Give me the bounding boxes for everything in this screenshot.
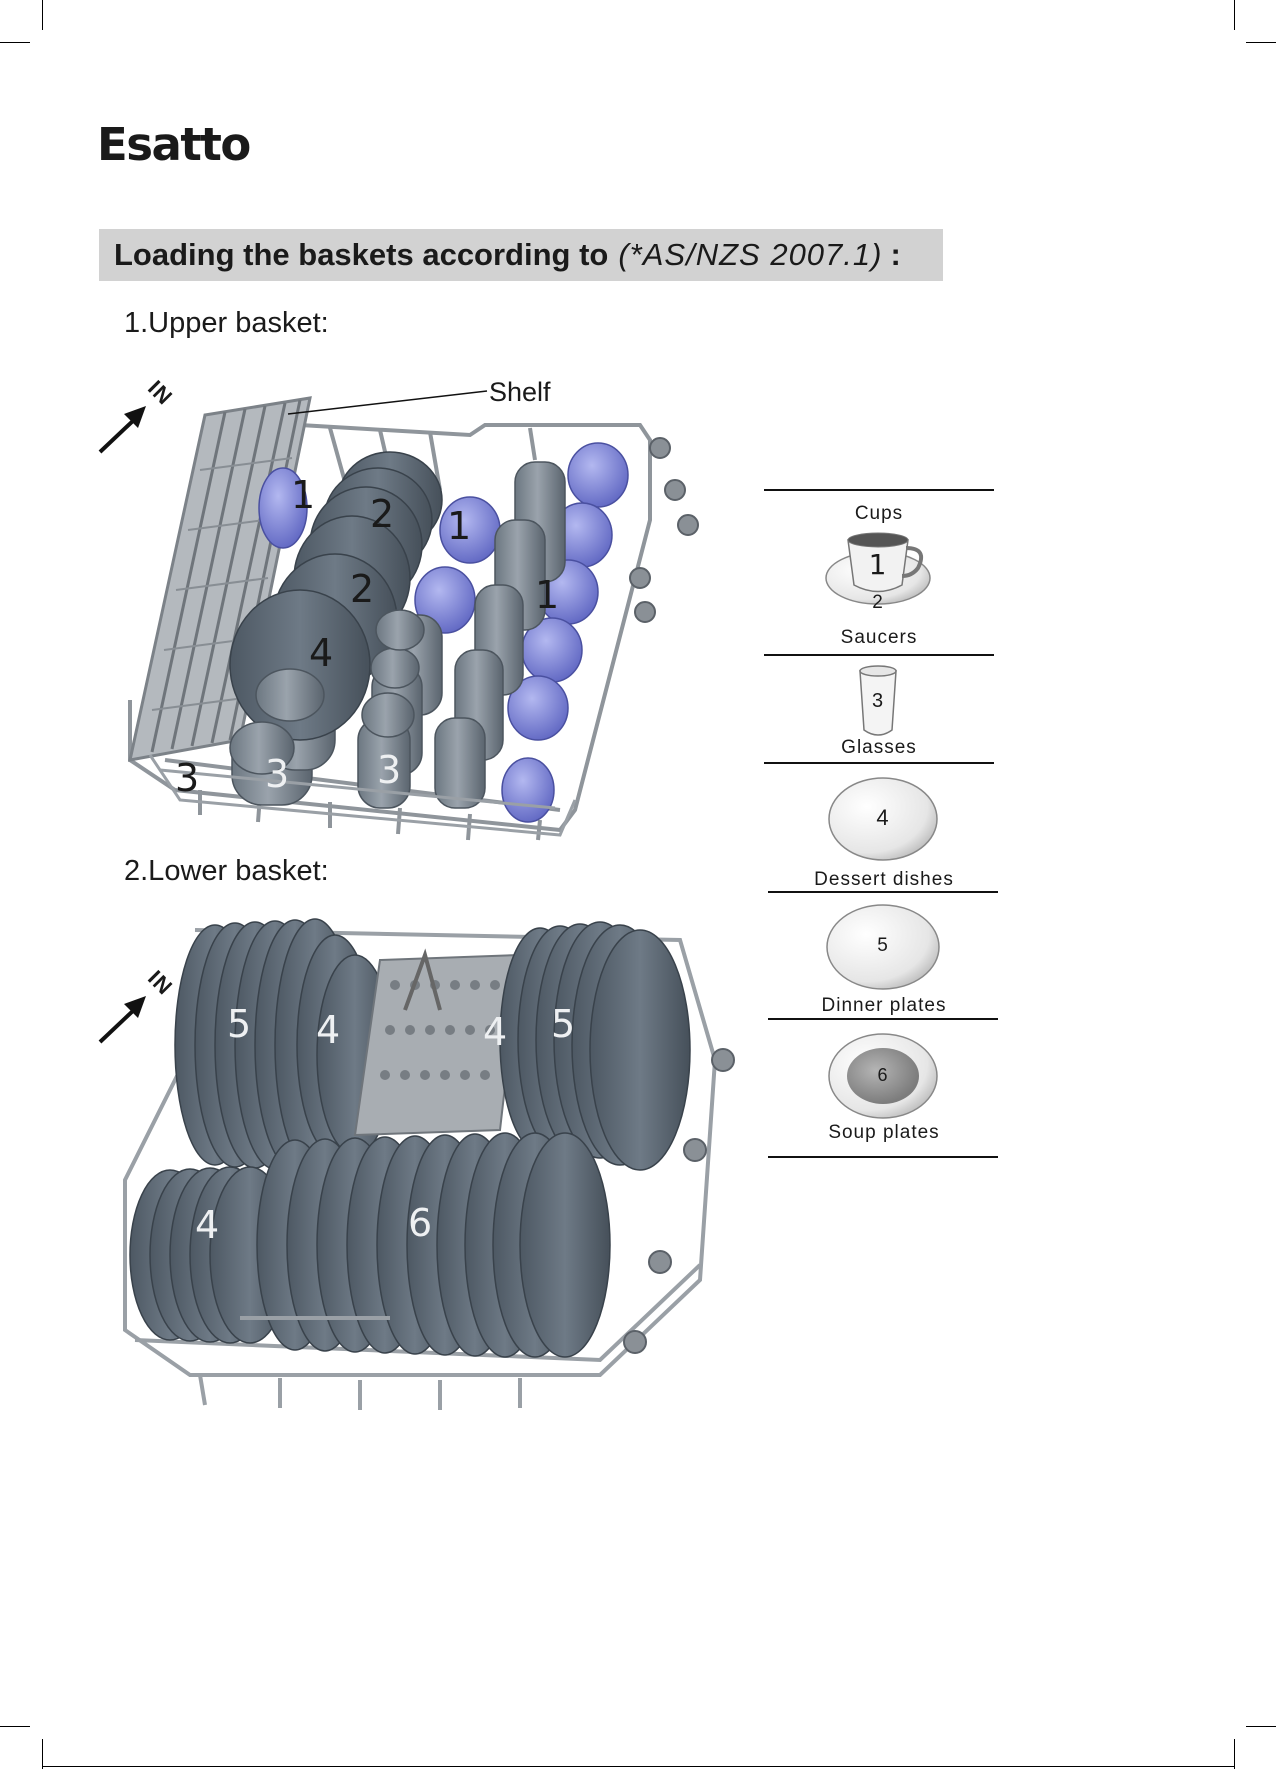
legend-number: 4 [873, 805, 893, 831]
shelf-leader-line [288, 391, 487, 414]
lower-number-label: 5 [551, 1002, 575, 1046]
upper-number-label: 2 [370, 492, 394, 536]
upper-number-label: 1 [291, 473, 315, 517]
lower-number-label: 4 [483, 1010, 507, 1054]
shelf-label: Shelf [489, 377, 551, 408]
legend-label-soup-plates: Soup plates [784, 1122, 984, 1144]
lower-number-label: 4 [195, 1203, 219, 1247]
upper-number-label: 2 [350, 567, 374, 611]
legend-label-dessert-dishes: Dessert dishes [784, 869, 984, 891]
upper-number-label: 3 [265, 752, 289, 796]
upper-number-label: 1 [447, 504, 471, 548]
lower-basket-drawing [100, 919, 734, 1410]
lower-number-label: 6 [408, 1201, 432, 1245]
legend-label-glasses: Glasses [809, 737, 949, 759]
lower-number-label: 4 [316, 1008, 340, 1052]
upper-number-label: 1 [535, 573, 559, 617]
legend-number: 2 [868, 592, 888, 614]
upper-number-label: 3 [175, 756, 199, 800]
in-arrow-icon [100, 996, 146, 1042]
legend-number: 3 [868, 690, 888, 713]
lower-soup-plates [257, 1133, 610, 1357]
legend-number: 5 [873, 935, 893, 957]
upper-number-label: 4 [309, 631, 333, 675]
upper-number-label: 3 [377, 748, 401, 792]
legend-number: 6 [873, 1065, 893, 1086]
lower-number-label: 5 [227, 1002, 251, 1046]
legend-label-dinner-plates: Dinner plates [784, 995, 984, 1017]
in-arrow-icon [100, 406, 146, 452]
lower-dinner-plates-right [500, 922, 690, 1170]
legend-label-saucers: Saucers [809, 627, 949, 649]
upper-rack-wheels [630, 438, 698, 622]
legend-number: 1 [868, 548, 888, 581]
legend-label-cups: Cups [829, 503, 929, 525]
